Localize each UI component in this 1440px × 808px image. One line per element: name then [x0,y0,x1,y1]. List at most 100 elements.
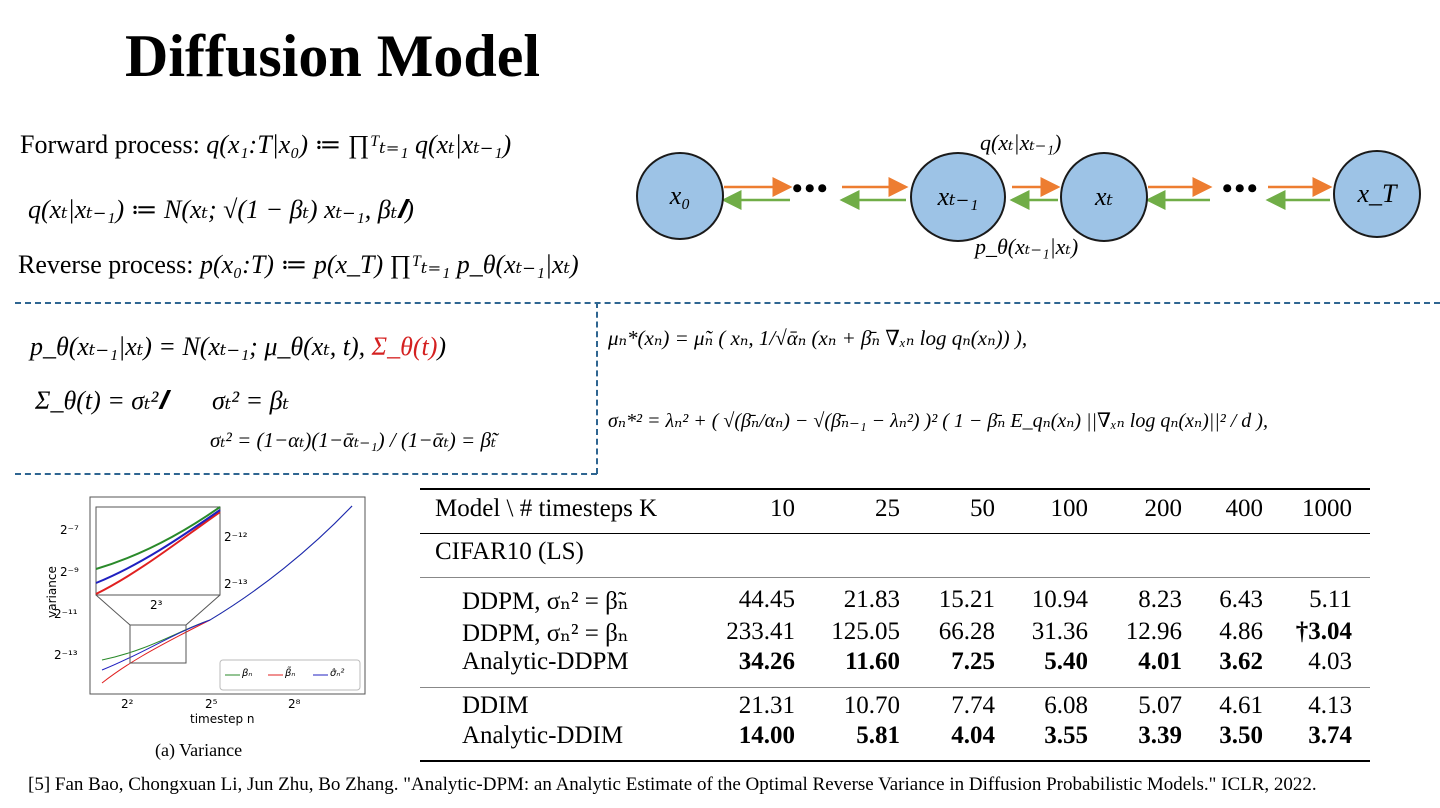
ellipsis-1: ••• [792,172,830,205]
table-header-k: 10 [770,495,795,522]
ytick: 2⁻¹¹ [54,607,78,621]
zoom-region [129,624,187,664]
table-cell: 3.39 [1138,722,1182,749]
table-cell: 233.41 [726,618,795,645]
table-cell: 12.96 [1125,618,1182,645]
sigma-eq: Σ_θ(t) = σₜ²𝑰 [35,386,167,415]
table-cell: 7.74 [951,692,995,719]
table-rule [420,577,1370,578]
table-cell: 4.61 [1219,692,1263,719]
sigma-beta-eq: σₜ² = βₜ [212,386,289,415]
ytick: 2⁻¹³ [54,648,78,662]
legend-box [219,659,361,691]
legend-beta-tilde: β̃ₙ [285,668,296,679]
reverse-formula: p(x₀:T) ≔ p(x_T) ∏ᵀₜ₌₁ p_θ(xₜ₋₁|xₜ) [199,250,579,279]
footnote-citation: [5] Fan Bao, Chongxuan Li, Jun Zhu, Bo Z… [28,774,1317,795]
table-cell: 6.43 [1219,586,1263,613]
divider-horizontal [15,302,1440,304]
table-cell: 5.40 [1044,648,1088,675]
table-row-model: Analytic-DDPM [462,648,629,675]
table-header-k: 50 [970,495,995,522]
optimal-mean-eq: μₙ*(xₙ) = μ̃ₙ ( xₙ, 1/√ᾱₙ (xₙ + β̄ₙ ∇ₓₙ … [608,326,1028,350]
forward-label: Forward process: [20,130,207,159]
table-header-model: Model \ # timesteps K [435,495,658,522]
table-cell: 7.25 [951,648,995,675]
table-cell: 4.04 [951,722,995,749]
forward-kernel: q(xₜ|xₜ₋₁) ≔ N(xₜ; √(1 − βₜ) xₜ₋₁, βₜ𝑰) [28,195,414,224]
line-beta-tilde [101,619,211,684]
ytick: 2⁻⁷ [60,523,79,537]
table-cell: 4.13 [1308,692,1352,719]
table-cell: 3.50 [1219,722,1263,749]
table-cell: 44.45 [738,586,795,613]
ellipsis-2: ••• [1222,172,1260,205]
table-rule [420,687,1370,688]
legend-sigma-hat: σ̂ₙ² [330,668,345,679]
table-cell: 4.86 [1219,618,1263,645]
table-cell: 10.94 [1031,586,1088,613]
plot-labels: 2⁻⁷ 2⁻⁹ 2⁻¹¹ 2⁻¹³ variance 2² 2⁵ 2⁸ time… [30,490,370,740]
table-cell: 5.11 [1309,586,1352,613]
table-cell: 21.31 [738,692,795,719]
table-cell: 10.70 [843,692,900,719]
node-xt: xₜ [1060,152,1148,242]
table-cell: 3.62 [1219,648,1263,675]
forward-transition-label: q(xₜ|xₜ₋₁) [980,130,1062,155]
xtick: 2⁸ [288,697,301,711]
table-cell: 11.60 [845,648,900,675]
table-section-label: CIFAR10 (LS) [435,538,584,565]
eq-end: ) [437,332,447,361]
variance-plot [89,496,366,695]
ytick: 2⁻⁹ [60,565,79,579]
inset-line-sigma-hat [95,509,221,584]
table-cell: 66.28 [938,618,995,645]
x-axis-label: timestep n [190,712,255,726]
reverse-gaussian-eq: p_θ(xₜ₋₁|xₜ) = N(xₜ₋₁; μ_θ(xₜ, t), Σ_θ(t… [30,332,446,362]
table-top-rule [420,488,1370,490]
slide-title: Diffusion Model [125,23,541,89]
node-xT: x_T [1333,150,1421,238]
table-cell: 31.36 [1031,618,1088,645]
table-cell: 6.08 [1044,692,1088,719]
divider-vertical [596,302,598,474]
sigma-beta-tilde-eq: σₜ² = (1−αₜ)(1−ᾱₜ₋₁) / (1−ᾱₜ) = β̃ₜ [210,428,497,452]
eq-main: p_θ(xₜ₋₁|xₜ) = N(xₜ₋₁; μ_θ(xₜ, t), [30,332,372,361]
reverse-label: Reverse process: [18,250,200,279]
table-cell: 5.81 [856,722,900,749]
reverse-process: Reverse process: p(x₀:T) ≔ p(x_T) ∏ᵀₜ₌₁ … [18,250,579,280]
table-cell: †3.04 [1295,618,1352,645]
inset-line-beta-tilde [95,511,221,595]
table-cell: 21.83 [843,586,900,613]
table-header-k: 200 [1144,495,1183,522]
table-cell: 3.55 [1044,722,1088,749]
forward-formula: q(x₁:T|x₀) ≔ ∏ᵀₜ₌₁ q(xₜ|xₜ₋₁) [206,130,512,159]
table-cell: 5.07 [1138,692,1182,719]
inset-line-beta [95,506,221,570]
table-row-model: DDIM [462,692,529,719]
table-row-model: DDPM, σₙ² = βₙ [462,620,629,647]
table-cell: 4.03 [1308,648,1352,675]
table-header-k: 25 [875,495,900,522]
table-cell: 8.23 [1138,586,1182,613]
y-axis-label: variance [44,566,59,618]
figure-caption: (a) Variance [155,740,243,760]
xtick: 2² [121,697,134,711]
inset-xtick: 2³ [150,598,163,612]
xtick: 2⁵ [205,697,218,711]
node-xt-minus-1: xₜ₋₁ [910,152,1006,242]
table-rule [420,533,1370,534]
optimal-variance-eq: σₙ*² = λₙ² + ( √(β̄ₙ/αₙ) − √(β̄ₙ₋₁ − λₙ²… [608,410,1268,432]
table-header-k: 400 [1225,495,1264,522]
reverse-transition-label: p_θ(xₜ₋₁|xₜ) [975,234,1079,259]
table-row-model: DDPM, σₙ² = β̃ₙ [462,588,629,615]
inset-ytick: 2⁻¹³ [224,577,248,591]
line-sigma-hat [101,505,353,671]
forward-process: Forward process: q(x₁:T|x₀) ≔ ∏ᵀₜ₌₁ q(xₜ… [20,130,511,160]
table-cell: 4.01 [1138,648,1182,675]
table-row-model: Analytic-DDIM [462,722,624,749]
table-header-k: 1000 [1302,495,1352,522]
table-cell: 3.74 [1308,722,1352,749]
node-x0: x₀ [636,152,724,240]
table-cell: 15.21 [938,586,995,613]
inset-ytick: 2⁻¹² [224,530,248,544]
